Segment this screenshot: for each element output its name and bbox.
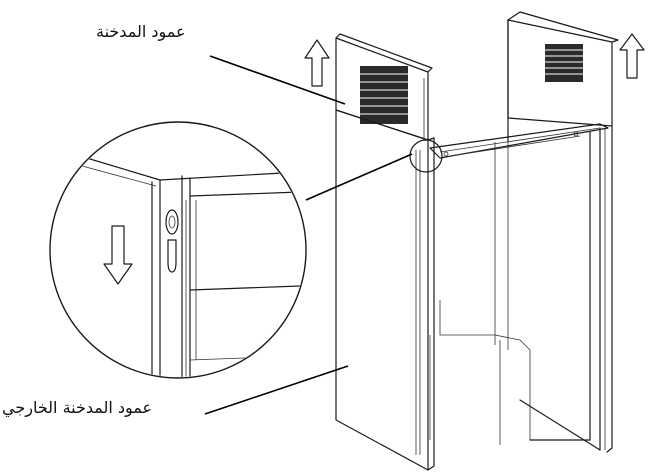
lower-arrow-icon xyxy=(103,225,133,285)
label-chimney-column: عمود المدخنة xyxy=(96,22,186,41)
left-vent-grille xyxy=(360,66,408,124)
detail-locator-circle xyxy=(409,139,443,173)
label-outer-chimney-column: عمود المدخنة الخارجي xyxy=(2,398,153,417)
detail-magnifier xyxy=(49,121,307,379)
mounting-rail xyxy=(429,123,609,159)
lift-arrow-left-icon xyxy=(304,39,330,87)
leader-detail xyxy=(305,153,413,201)
leader-chimney-column xyxy=(209,55,346,105)
lift-arrow-right-icon xyxy=(619,33,645,79)
inner-chimney-back xyxy=(429,19,531,445)
leader-outer-chimney-column xyxy=(204,365,349,415)
right-vent-slots xyxy=(545,49,583,75)
outer-chimney-column xyxy=(335,109,435,471)
left-vent-slots xyxy=(360,73,408,115)
right-side-panel xyxy=(507,11,619,453)
